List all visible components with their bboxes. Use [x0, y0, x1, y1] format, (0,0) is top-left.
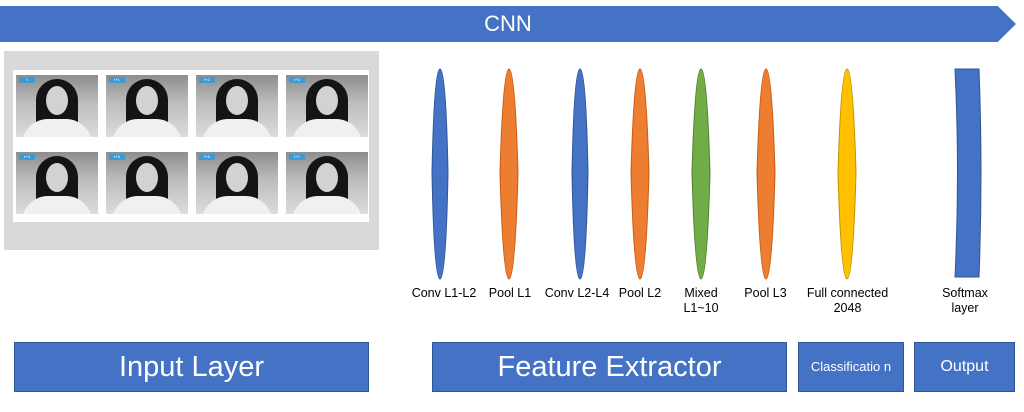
layer-pool-l3 — [756, 68, 776, 280]
layer-pool-l1 — [499, 68, 519, 280]
frame-tag: t+7 — [289, 154, 305, 160]
layer-pool-l2 — [630, 68, 650, 280]
layer-label-full-connected: Full connected 2048 — [806, 286, 889, 315]
feature-extractor-box: Feature Extractor — [432, 342, 787, 392]
input-frame: t+1 — [106, 75, 188, 137]
input-frames-strip: t t+1 t+2 t+3 t+4 t+5 t+6 t+7 — [13, 70, 369, 222]
input-frame: t+5 — [106, 152, 188, 214]
output-box: Output — [914, 342, 1015, 392]
layer-label-conv-l2-l4: Conv L2-L4 — [544, 286, 610, 300]
classification-box: Classificatio n — [798, 342, 904, 392]
input-frame: t+3 — [286, 75, 368, 137]
frame-tag: t+2 — [199, 77, 215, 83]
input-frame: t+7 — [286, 152, 368, 214]
input-frame: t+6 — [196, 152, 278, 214]
layer-softmax — [954, 68, 982, 278]
frame-tag: t+3 — [289, 77, 305, 83]
input-layer-box: Input Layer — [14, 342, 369, 392]
frame-tag: t+6 — [199, 154, 215, 160]
input-frame: t+4 — [16, 152, 98, 214]
frame-tag: t+1 — [109, 77, 125, 83]
frame-tag: t — [19, 77, 35, 83]
layer-label-conv-l1-l2: Conv L1-L2 — [411, 286, 477, 300]
cnn-arrow — [0, 6, 1016, 42]
layer-full-connected — [837, 68, 857, 280]
layer-label-mixed: Mixed L1~10 — [683, 286, 719, 315]
layer-label-softmax: Softmax layer — [942, 286, 988, 315]
layer-label-pool-l1: Pool L1 — [488, 286, 532, 300]
frame-tag: t+5 — [109, 154, 125, 160]
input-frame: t+2 — [196, 75, 278, 137]
layer-label-pool-l2: Pool L2 — [618, 286, 662, 300]
frame-tag: t+4 — [19, 154, 35, 160]
layer-mixed — [691, 68, 711, 280]
layer-conv-l1-l2 — [431, 68, 449, 280]
input-frame: t — [16, 75, 98, 137]
cnn-title: CNN — [484, 11, 532, 36]
layer-conv-l2-l4 — [571, 68, 589, 280]
layer-label-pool-l3: Pool L3 — [744, 286, 787, 300]
